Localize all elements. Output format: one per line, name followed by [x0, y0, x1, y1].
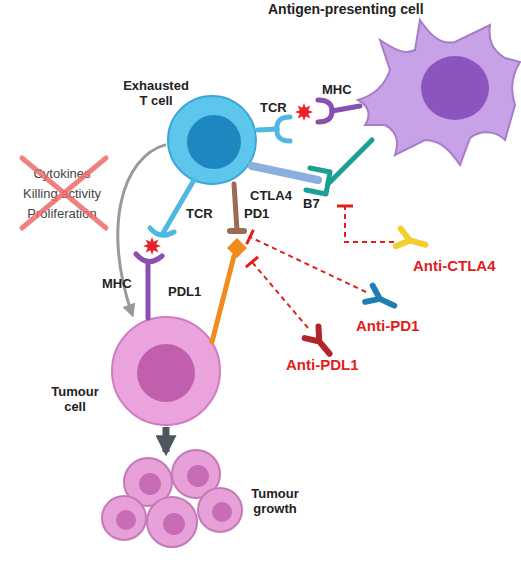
node-outline: [338, 18, 521, 170]
cell-shape: [112, 317, 220, 425]
text-label: TCR: [186, 206, 213, 222]
antigen-presenting-cell: Antigen-presenting cell: [338, 18, 521, 170]
node-label: Exhausted T cell: [120, 78, 192, 108]
mhc-molecule: [146, 262, 151, 318]
pdl1-ligand: [227, 238, 247, 258]
antibody-icon: [396, 229, 428, 254]
text-label: Anti-CTLA4: [413, 258, 496, 274]
text-label: Killing activity: [12, 186, 112, 202]
antigen-star: [295, 103, 313, 121]
cell-nucleus: [137, 344, 195, 402]
antibody-icon: [305, 327, 337, 360]
antibody-icon: [365, 286, 398, 314]
pd1-receptor: [234, 184, 237, 230]
text-label: CTLA4: [250, 188, 292, 204]
text-label: Proliferation: [12, 206, 112, 222]
tumour-cell: Tumour cell: [110, 315, 222, 427]
inhibition-line: [345, 206, 394, 242]
inhibition-bar: [337, 205, 353, 208]
text-label: PD1: [244, 206, 269, 222]
cell-nucleus: [187, 115, 241, 169]
tcr-receptor: [150, 228, 174, 235]
cell-nucleus: [163, 513, 185, 535]
node-outline: [100, 452, 242, 550]
tumour-cell-shape: [147, 497, 197, 547]
cell-shape: [168, 96, 256, 184]
flow-arrow: [163, 427, 170, 452]
pd1-receptor: [230, 228, 244, 234]
text-label: Anti-PDL1: [286, 357, 359, 373]
text-label: MHC: [102, 276, 132, 292]
b7-ligand: [306, 168, 330, 194]
node-label: Antigen-presenting cell: [268, 2, 468, 17]
t-cell: Exhausted T cell: [166, 94, 258, 186]
inhibition-line: [250, 237, 366, 292]
node-label: Tumour growth: [244, 486, 306, 516]
text-label: MHC: [322, 82, 352, 98]
cell-nucleus: [421, 56, 489, 120]
node-label: Tumour cell: [44, 384, 106, 414]
tcr-receptor: [258, 129, 277, 130]
inhibition-bar: [246, 257, 258, 267]
antibody-icon: [305, 327, 337, 360]
mhc-molecule: [332, 106, 360, 111]
text-label: TCR: [260, 100, 287, 116]
b7-ligand: [329, 140, 372, 183]
cross-mark: [22, 158, 106, 228]
tumour-cell-shape: [198, 488, 242, 532]
text-label: Cytokines: [12, 166, 112, 182]
text-label: Anti-PD1: [356, 318, 419, 334]
text-label: PDL1: [168, 284, 201, 300]
node-outline: [166, 94, 258, 186]
inhibition-bar: [247, 230, 254, 244]
mhc-molecule: [318, 100, 332, 122]
ctla4-receptor: [252, 166, 318, 180]
cell-nucleus: [187, 465, 209, 487]
tumour-cell-shape: [102, 496, 146, 540]
inhibition-line: [252, 262, 308, 328]
antibody-icon: [396, 229, 428, 254]
cell-nucleus: [139, 473, 161, 495]
text-label: B7: [303, 196, 320, 212]
antibody-icon: [365, 286, 398, 314]
tcr-receptor: [277, 117, 290, 141]
cell-nucleus: [116, 510, 136, 530]
pdl1-ligand: [212, 256, 234, 342]
tumour-cluster: Tumour growth: [100, 452, 242, 550]
antigen-star: [143, 237, 161, 255]
cell-nucleus: [212, 502, 232, 522]
node-outline: [110, 315, 222, 427]
mhc-molecule: [136, 254, 162, 262]
cell-shape: [358, 20, 520, 165]
